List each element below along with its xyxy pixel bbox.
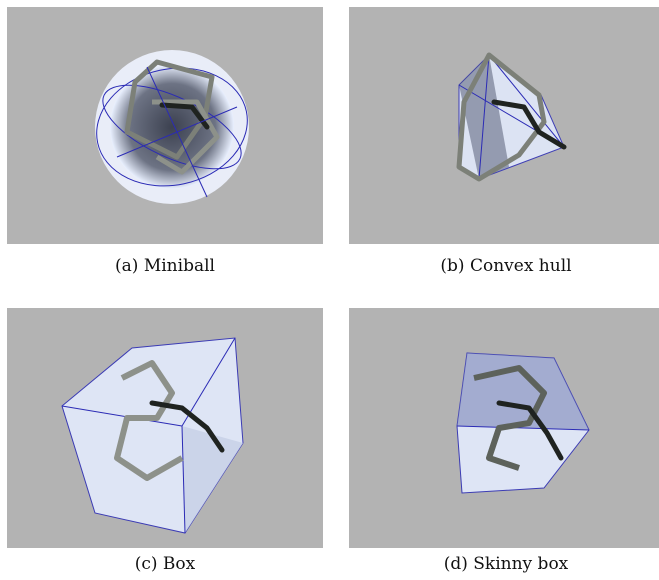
panel-convex-hull xyxy=(349,7,659,244)
convex-hull-render xyxy=(349,7,659,244)
caption-skinny-box: (d) Skinny box xyxy=(349,554,659,574)
caption-miniball: (a) Miniball xyxy=(7,256,323,276)
miniball-render xyxy=(7,7,323,244)
panel-skinny-box xyxy=(349,308,659,548)
box-render xyxy=(7,308,323,548)
skinny-box-render xyxy=(349,308,659,548)
panel-miniball xyxy=(7,7,323,244)
caption-box: (c) Box xyxy=(7,554,323,574)
caption-convex-hull: (b) Convex hull xyxy=(349,256,659,276)
panel-box xyxy=(7,308,323,548)
